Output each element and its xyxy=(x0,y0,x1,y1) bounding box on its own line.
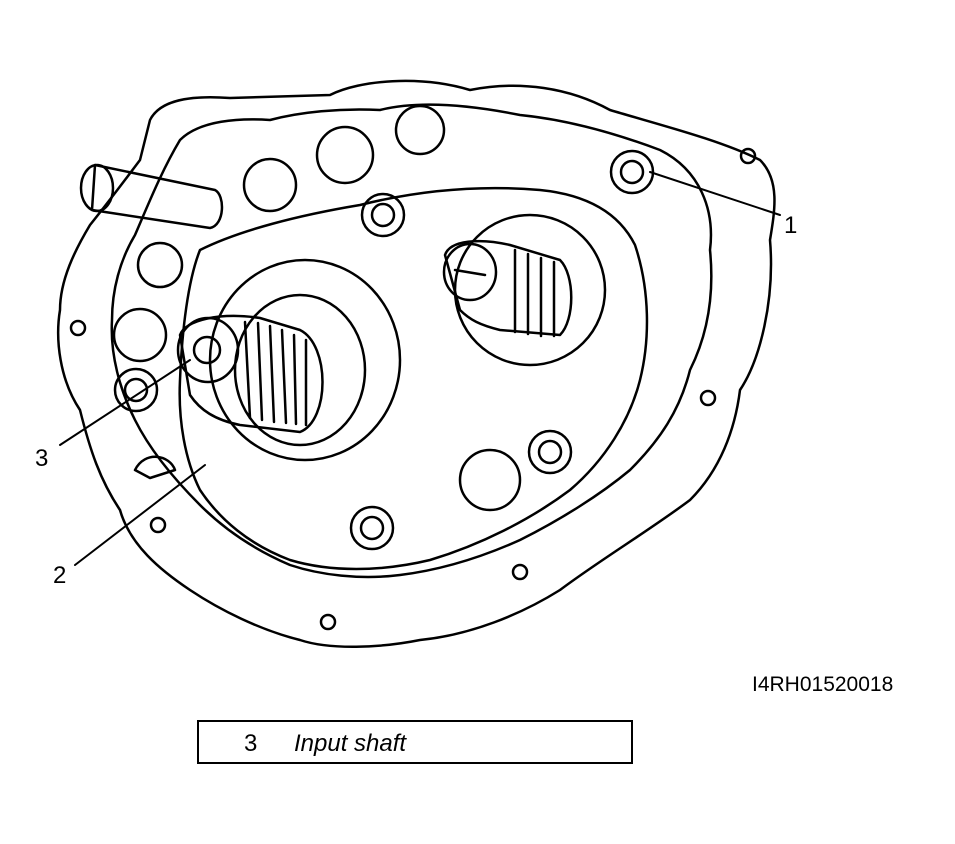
bolt-right xyxy=(527,429,573,475)
leader-1 xyxy=(649,171,781,216)
leader-3 xyxy=(59,359,191,446)
figure-code: I4RH01520018 xyxy=(752,673,894,696)
legend-number: 3 xyxy=(244,730,258,757)
legend-box: 3 Input shaft xyxy=(197,720,633,764)
case-outline xyxy=(56,79,776,648)
leader-2 xyxy=(74,464,206,566)
bolt-1 xyxy=(609,149,655,195)
bolt-top xyxy=(360,192,406,238)
bolt-bottom xyxy=(349,505,395,551)
callout-2: 2 xyxy=(53,562,67,589)
flange-outline xyxy=(110,103,713,579)
cover-plate xyxy=(178,186,649,571)
input-shaft xyxy=(178,314,324,434)
counter-bore xyxy=(453,213,607,367)
dowel-pin xyxy=(90,163,224,230)
input-bore xyxy=(208,258,402,462)
bolt-left xyxy=(113,367,159,413)
legend-text: Input shaft xyxy=(294,730,407,757)
callout-1: 1 xyxy=(784,212,798,239)
callout-3: 3 xyxy=(35,445,49,472)
counter-shaft xyxy=(443,239,573,337)
